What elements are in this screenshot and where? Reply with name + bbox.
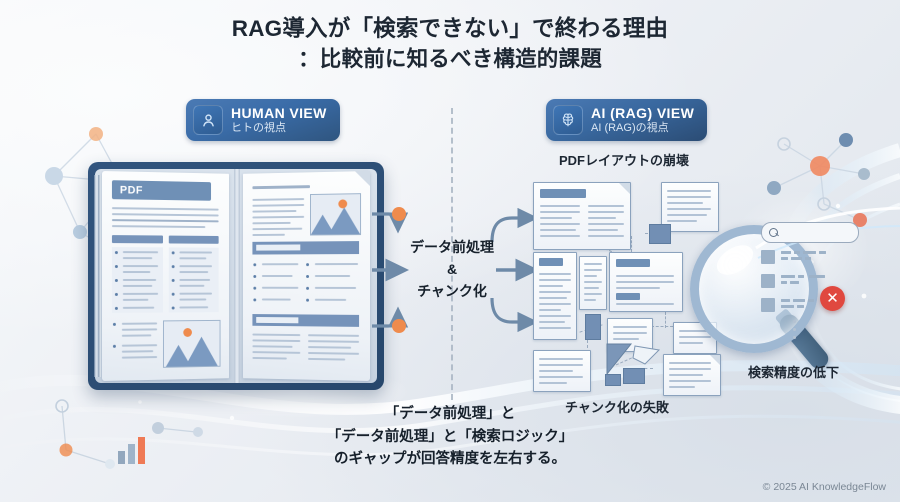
search-icon [769,227,778,237]
person-icon [193,105,223,135]
pdf-book-illustration: PDF [88,162,384,390]
magnifier-icon [690,225,832,385]
bottom-note-line-1: 「データ前処理」と [384,406,516,422]
flow-node-dot [392,319,406,333]
document-fragment [533,252,577,340]
title-line-1: RAG導入が「検索できない」で終わる理由 [231,16,669,41]
book-page-edge [94,175,97,377]
document-chunk-chip [585,314,601,340]
document-fragment [533,182,631,250]
document-fragment [609,252,683,312]
document-fragment [579,256,607,310]
title-line-2: ：比較前に知るべき構造的課題 [298,47,602,71]
ai-view-badge-subtitle: AI (RAG)の視点 [591,121,669,134]
human-view-badge-subtitle: ヒトの視点 [231,121,286,134]
label-layout-breakdown: PDFレイアウトの崩壊 [559,153,690,168]
search-input[interactable] [761,222,859,243]
human-view-badge-title: HUMAN VIEW [231,104,327,121]
flow-label-line-3: チャンク化 [417,283,487,299]
document-chunk-chip [605,374,621,386]
page-dogear [355,171,370,187]
document-chunk-chip [623,368,645,384]
book-page-edge [98,175,101,377]
book-image-placeholder [162,319,221,368]
result-thumbnail [761,274,775,288]
result-thumbnail [761,250,775,264]
magnifier-lens [690,225,818,353]
human-view-badge[interactable]: HUMAN VIEW ヒトの視点 [186,99,340,141]
label-chunking-failure: チャンク化の失敗 [565,400,669,415]
flow-node-dot [392,207,406,221]
pdf-label: PDF [111,180,212,201]
flow-process-label: データ前処理 & チャンク化 [382,236,522,302]
ai-view-badge-title: AI (RAG) VIEW [591,104,695,121]
label-search-accuracy-drop: 検索精度の低下 [748,365,840,380]
network-decoration-bottom-left [55,399,203,469]
book-right-page [242,171,370,381]
flow-arrows-right [490,207,540,333]
bottom-summary-note: 「データ前処理」と 「データ前処理」と「検索ロジック」 のギャップが回答精度を左… [250,403,650,471]
document-fragment [533,350,591,392]
fragmented-documents-group [527,178,757,396]
section-divider [451,108,453,400]
torn-fragment [606,343,633,376]
book-spine [234,169,240,383]
document-fragment [663,354,721,396]
brain-icon [553,105,583,135]
document-fragment [661,182,719,232]
torn-fragment [632,345,661,365]
error-x-icon: ✕ [820,286,845,311]
mini-bar-chart-decoration [118,434,152,464]
search-results-list [761,250,861,340]
document-chunk-chip [649,224,671,244]
book-image-placeholder [309,193,362,236]
ai-rag-view-badge[interactable]: AI (RAG) VIEW AI (RAG)の視点 [546,99,708,141]
book-left-page: PDF [102,171,230,381]
bottom-note-line-3: のギャップが回答精度を左右する。 [334,451,566,467]
network-decoration-right [767,133,870,227]
bottom-note-line-2: 「データ前処理」と「検索ロジック」 [326,428,574,445]
copyright-footer: © 2025 AI KnowledgeFlow [762,481,886,493]
flow-label-line-1: データ前処理 [410,239,494,255]
flow-label-line-2: & [446,261,458,277]
flow-arrows-left [372,207,410,333]
page-title: RAG導入が「検索できない」で終わる理由 ：比較前に知るべき構造的課題 [0,14,900,74]
result-thumbnail [761,298,775,312]
